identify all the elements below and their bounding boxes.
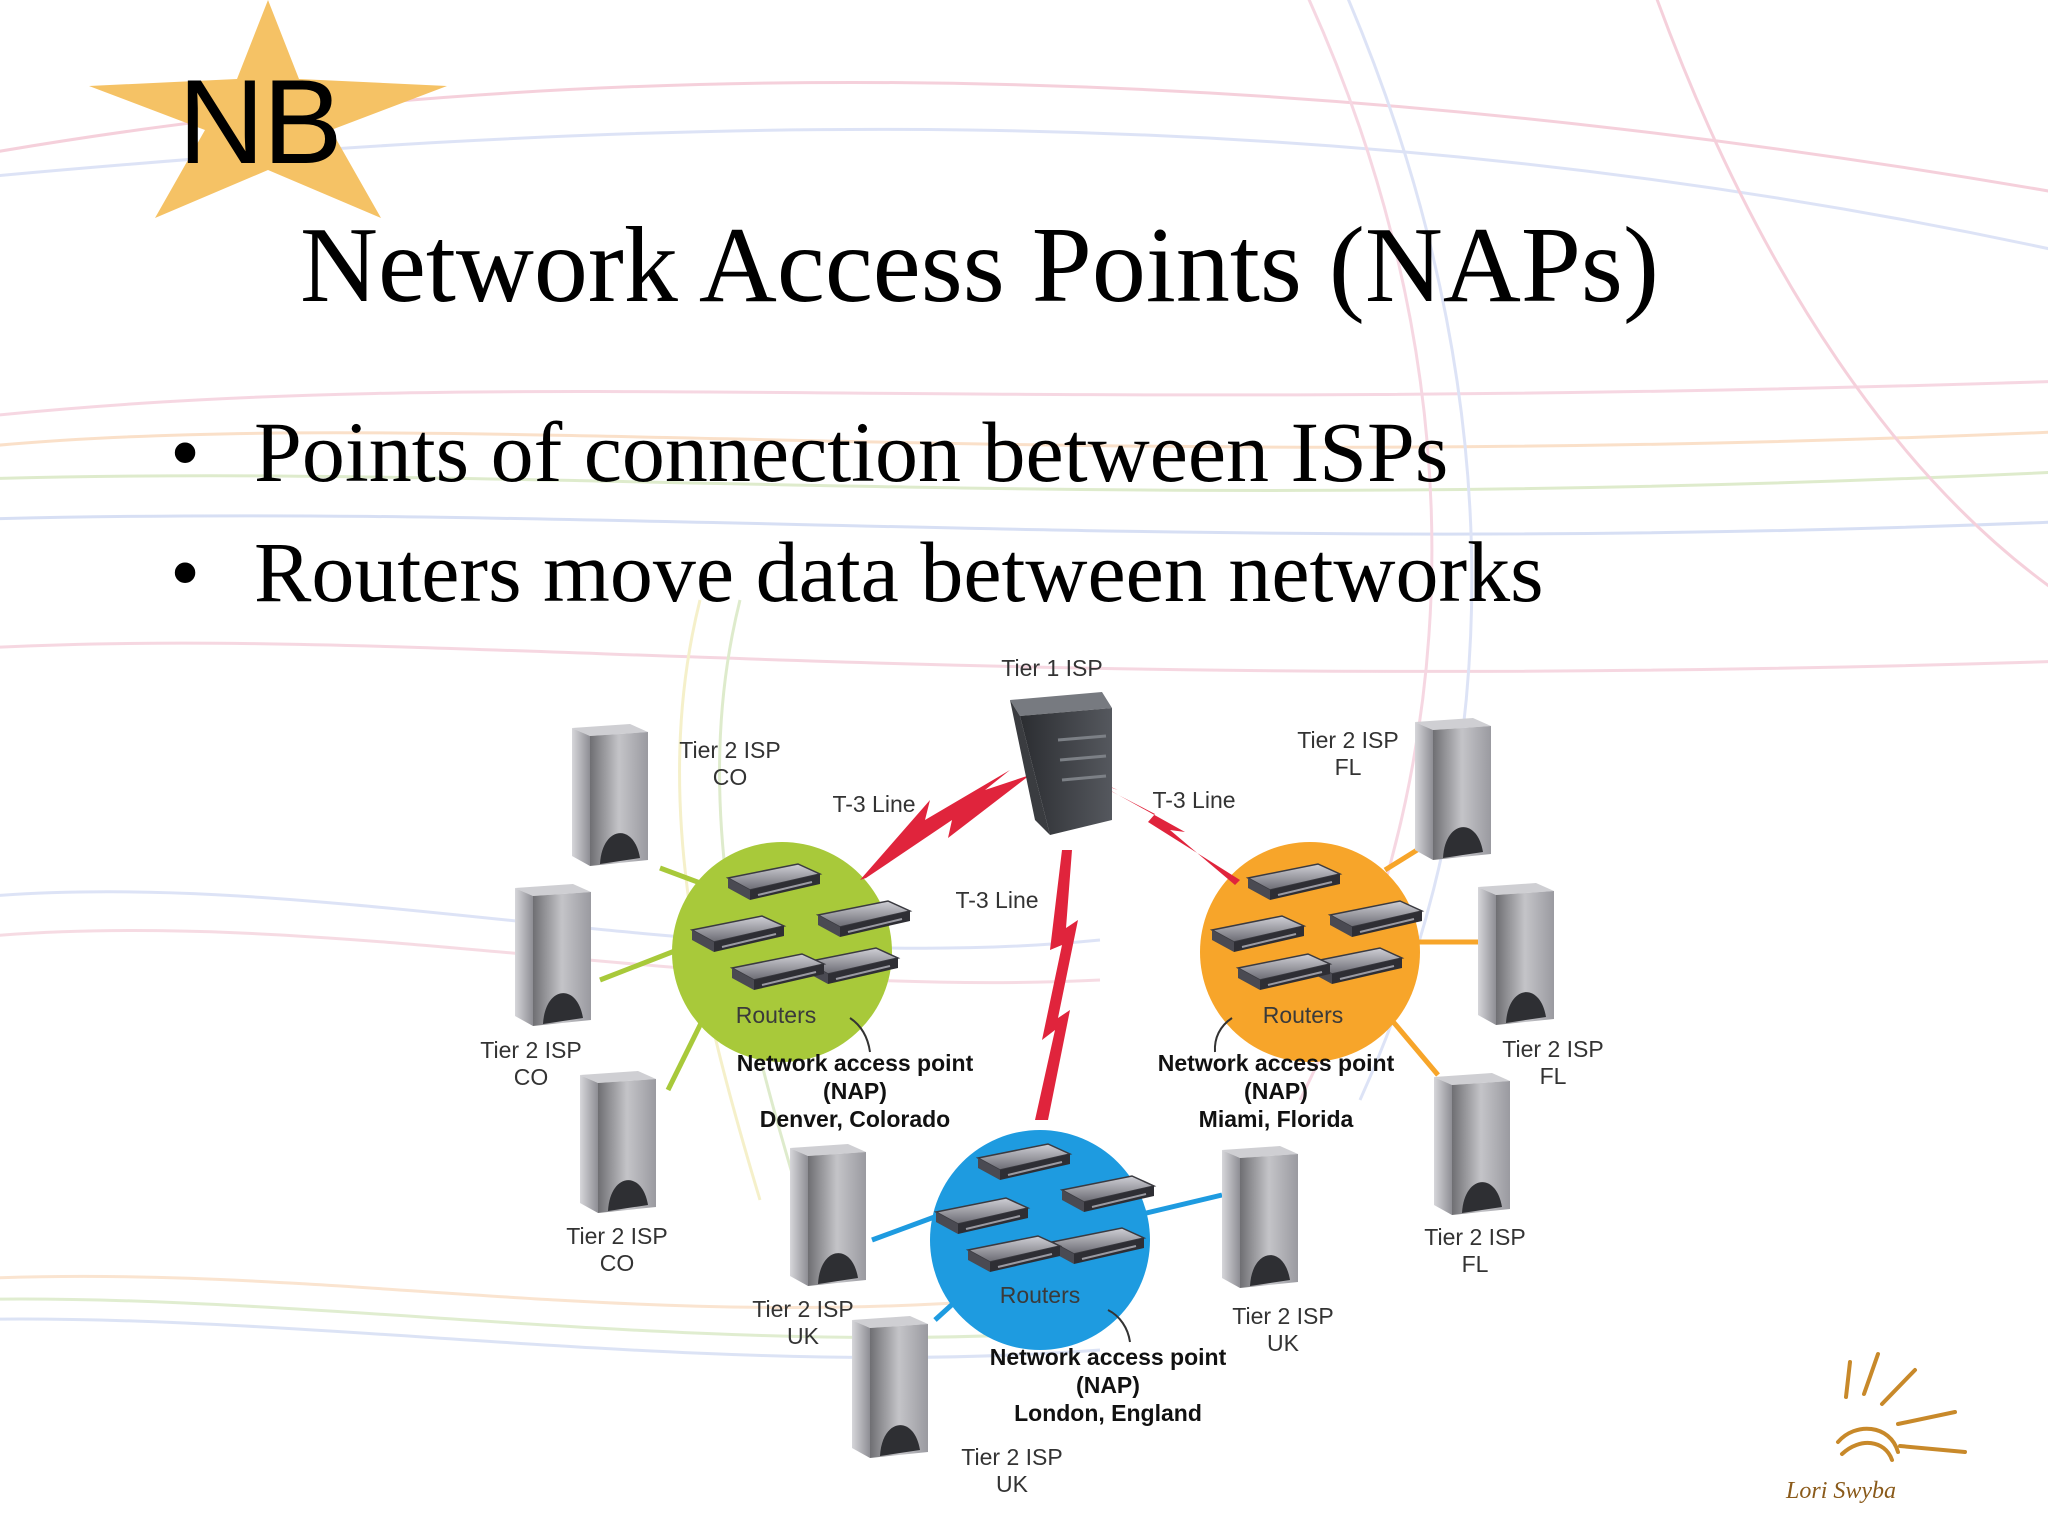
tier1-label: Tier 1 ISP bbox=[1001, 655, 1102, 681]
router-icon bbox=[689, 915, 787, 952]
nap-denver-caption: Network access point (NAP) Denver, Color… bbox=[737, 1017, 974, 1132]
svg-text:Denver, Colorado: Denver, Colorado bbox=[760, 1106, 950, 1132]
server-label: CO bbox=[600, 1250, 635, 1276]
server-label: FL bbox=[1335, 754, 1362, 780]
nap-london-caption: Network access point (NAP) London, Engla… bbox=[990, 1309, 1227, 1426]
server-label: UK bbox=[787, 1323, 820, 1349]
router-icon bbox=[1327, 900, 1425, 937]
svg-text:Network access point: Network access point bbox=[737, 1050, 974, 1076]
bullet-text: Routers move data between networks bbox=[254, 524, 1544, 620]
nap-miami-hub bbox=[1200, 842, 1420, 1062]
bullet-item: • Routers move data between networks bbox=[170, 512, 1544, 632]
router-icon bbox=[1059, 1175, 1157, 1212]
tier2-server-icon bbox=[1415, 718, 1491, 860]
bullet-list: • Points of connection between ISPs • Rout… bbox=[170, 392, 1544, 632]
tier2-server-icon bbox=[572, 724, 648, 866]
server-label: Tier 2 ISP bbox=[679, 737, 780, 763]
nap-miami-caption: Network access point (NAP) Miami, Florid… bbox=[1158, 1017, 1395, 1132]
nap-denver-routers-label: Routers bbox=[736, 1002, 817, 1028]
t3-links bbox=[860, 770, 1240, 1120]
nap-denver-hub bbox=[672, 842, 892, 1062]
server-label: UK bbox=[996, 1471, 1029, 1497]
router-icon bbox=[975, 1143, 1073, 1180]
tier2-server-icon bbox=[852, 1316, 928, 1458]
server-label: Tier 2 ISP bbox=[1424, 1224, 1525, 1250]
bullet-dot-icon: • bbox=[170, 524, 201, 620]
bullet-text: Points of connection between ISPs bbox=[254, 404, 1449, 500]
router-icon bbox=[1235, 953, 1333, 990]
tier2-server-icon bbox=[580, 1071, 656, 1213]
t3-link-right bbox=[1070, 770, 1240, 885]
router-icon bbox=[933, 1197, 1031, 1234]
server-label: UK bbox=[1267, 1330, 1300, 1356]
nap-london-routers-label: Routers bbox=[1000, 1282, 1081, 1308]
tier2-server-icon bbox=[1434, 1073, 1510, 1215]
t3-label-left: T-3 Line bbox=[832, 791, 915, 817]
svg-text:Miami, Florida: Miami, Florida bbox=[1199, 1106, 1354, 1132]
svg-text:(NAP): (NAP) bbox=[823, 1078, 887, 1104]
page-title: Network Access Points (NAPs) bbox=[300, 206, 1659, 325]
server-label: Tier 2 ISP bbox=[480, 1037, 581, 1063]
router-groups bbox=[689, 863, 1425, 1272]
server-label: Tier 2 ISP bbox=[566, 1223, 667, 1249]
server-labels: Tier 2 ISP CO Tier 2 ISP CO Tier 2 ISP C… bbox=[480, 727, 1603, 1497]
signature-logo-icon: Lori Swyba bbox=[1785, 1352, 1967, 1504]
server-label: Tier 2 ISP bbox=[752, 1296, 853, 1322]
signature-text: Lori Swyba bbox=[1785, 1478, 1896, 1504]
t3-label-right: T-3 Line bbox=[1152, 787, 1235, 813]
tier2-server-icon bbox=[1222, 1146, 1298, 1288]
svg-text:London, England: London, England bbox=[1014, 1400, 1202, 1426]
t3-label-middle: T-3 Line bbox=[955, 887, 1038, 913]
t3-link-left bbox=[860, 770, 1030, 880]
svg-text:(NAP): (NAP) bbox=[1244, 1078, 1308, 1104]
server-label: FL bbox=[1462, 1251, 1489, 1277]
tier2-server-icon bbox=[515, 884, 591, 1026]
tier2-server-icon bbox=[1478, 883, 1554, 1025]
svg-text:Network access point: Network access point bbox=[1158, 1050, 1395, 1076]
server-label: CO bbox=[713, 764, 748, 790]
router-icon bbox=[965, 1235, 1063, 1272]
bullet-item: • Points of connection between ISPs bbox=[170, 392, 1544, 512]
svg-text:(NAP): (NAP) bbox=[1076, 1372, 1140, 1398]
router-icon bbox=[725, 863, 823, 900]
nb-badge-text: NB bbox=[178, 55, 343, 189]
server-label: Tier 2 ISP bbox=[1232, 1303, 1333, 1329]
server-label: CO bbox=[514, 1064, 549, 1090]
router-icon bbox=[1209, 915, 1307, 952]
bullet-dot-icon: • bbox=[170, 404, 201, 500]
router-icon bbox=[815, 900, 913, 937]
tier2-server-icon bbox=[790, 1144, 866, 1286]
server-label: Tier 2 ISP bbox=[1297, 727, 1398, 753]
nap-miami-routers-label: Routers bbox=[1263, 1002, 1344, 1028]
star-badge-icon bbox=[89, 0, 447, 218]
svg-text:Network access point: Network access point bbox=[990, 1344, 1227, 1370]
tier2-servers bbox=[515, 718, 1554, 1458]
server-label: Tier 2 ISP bbox=[961, 1444, 1062, 1470]
router-icon bbox=[1245, 863, 1343, 900]
server-label: FL bbox=[1540, 1063, 1567, 1089]
router-icon bbox=[729, 953, 827, 990]
tier1-server-icon bbox=[1010, 692, 1112, 835]
server-label: Tier 2 ISP bbox=[1502, 1036, 1603, 1062]
t3-link-middle bbox=[1035, 850, 1078, 1120]
